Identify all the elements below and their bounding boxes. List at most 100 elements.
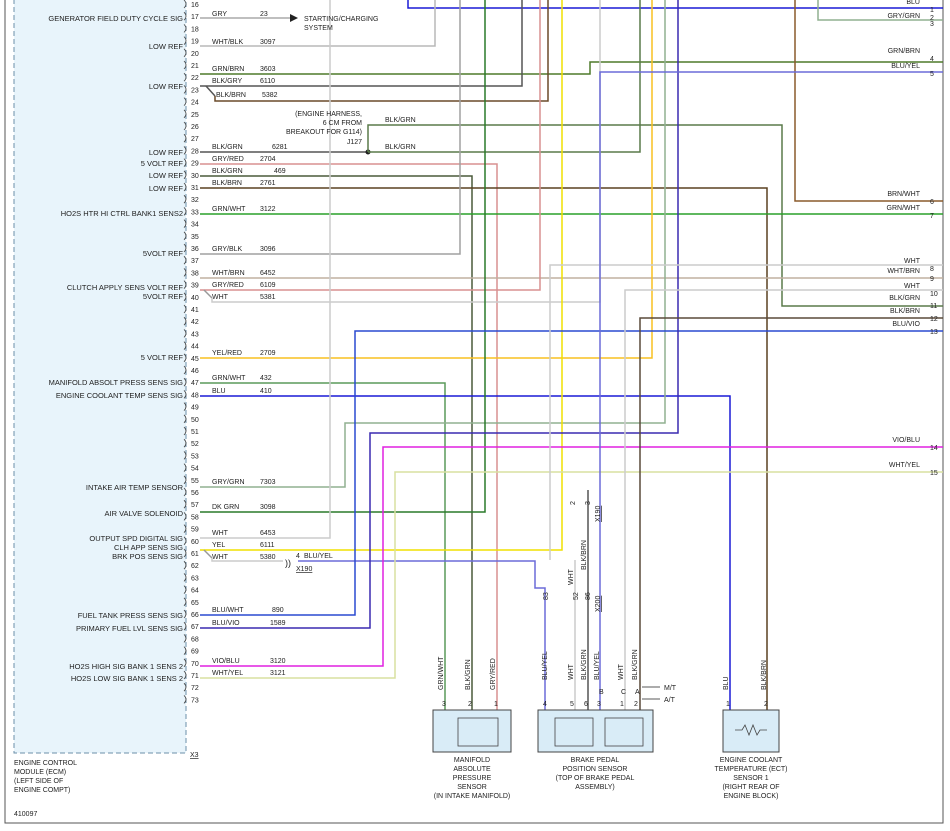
wire-color: BLU/VIO: [212, 620, 240, 627]
ecm-caption-line: MODULE (ECM): [14, 769, 66, 776]
wire-color: BLK/GRN: [212, 144, 243, 151]
wire-63: [200, 330, 943, 616]
wire-22-branch: [205, 85, 216, 97]
wire-color: BLU: [212, 388, 226, 395]
splice-wire-label: BLK/GRN: [385, 117, 416, 124]
sensor-wire-color: WHT: [568, 663, 575, 680]
ecm-caption-line: ENGINE COMPT): [14, 787, 70, 794]
ecm-pin-number: 32: [191, 197, 199, 204]
ecm-pin-number: 46: [191, 368, 199, 375]
sensor-caption: TEMPERATURE (ECT): [715, 766, 788, 773]
sensor-caption: (TOP OF BRAKE PEDAL: [556, 775, 635, 782]
sensor-pin: 6: [584, 701, 588, 708]
edge-ref-number: 1: [930, 7, 934, 14]
wire-color: DK GRN: [212, 504, 239, 511]
signal-label: 5VOLT REF: [143, 292, 184, 301]
pin-terminal-icon: [183, 24, 187, 33]
signal-label: PRIMARY FUEL LVL SENS SIG: [76, 624, 183, 633]
wire-color: WHT/YEL: [212, 670, 243, 677]
wire-circuit: 6281: [272, 144, 288, 151]
edge-ref-number: 7: [930, 213, 934, 220]
ecm-module: [13, 0, 187, 754]
edge-ref-number: 12: [930, 316, 938, 323]
ecm-pin-number: 64: [191, 588, 199, 595]
ecm-pin-number: 38: [191, 270, 199, 277]
wires: )): [200, 0, 943, 710]
ecm-pin-number: 55: [191, 478, 199, 485]
edge-wire-color: BLK/GRN: [889, 295, 920, 302]
wire-circuit: 2709: [260, 350, 276, 357]
wire-38-branch: [203, 289, 213, 299]
edge-ref-number: 6: [930, 199, 934, 206]
pin-terminal-icon: [183, 316, 187, 326]
edge-ref-number: 9: [930, 276, 934, 283]
pin-terminal-icon: [183, 426, 187, 436]
wire-splice-top: [367, 124, 943, 307]
wire-edge-8: [549, 264, 943, 560]
signal-label: 5 VOLT REF: [141, 159, 184, 168]
ecm-pin-number: 37: [191, 258, 199, 265]
pin-terminal-icon: [183, 573, 187, 582]
sensor-caption: ABSOLUTE: [453, 766, 491, 773]
sensor-pin: 2: [634, 701, 638, 708]
x200-pin: 83: [543, 592, 550, 600]
sensor-pin: 2: [468, 701, 472, 708]
signal-label: 5 VOLT REF: [141, 353, 184, 362]
ecm-connector-id: X3: [190, 752, 199, 759]
signal-label: BRK POS SENS SIG: [112, 552, 183, 561]
bpp-sensor: 4 5 6 3 1 2 B C A BLU/YEL WHT BLK/GRN BL…: [537, 649, 654, 791]
pin-terminal-icon: [183, 182, 187, 192]
edge-wire-color: GRY/GRN: [887, 13, 920, 20]
thermistor-icon: [735, 723, 767, 737]
ecm-pin-number: 45: [191, 356, 199, 363]
ecm-pin-number: 50: [191, 417, 199, 424]
ecm-pin-number: 41: [191, 307, 199, 314]
wire-circuit: 7303: [260, 479, 276, 486]
ecm-pin-number: 67: [191, 624, 199, 631]
ecm-pin-number: 65: [191, 600, 199, 607]
wire-color: YEL: [212, 542, 225, 549]
pin-terminal-icon: [183, 377, 187, 387]
pin-terminal-icon: [183, 329, 187, 338]
edge-ref-number: 3: [930, 21, 934, 28]
ecm-pin-number: 21: [191, 63, 199, 70]
x200-pin: 52: [573, 592, 580, 600]
wire-color: BLK/BRN: [212, 180, 242, 187]
wire-30: [200, 187, 768, 710]
wire-circuit: 3098: [260, 504, 276, 511]
wire-blu-top: [407, 0, 943, 9]
wire-circuit: 6452: [260, 270, 276, 277]
signal-label: LOW REF: [149, 82, 184, 91]
pin-terminal-icon: [183, 548, 187, 558]
pin-terminal-icon: [183, 463, 187, 472]
edge-wire-color: WHT/BRN: [887, 268, 920, 275]
ecm-pin-number: 31: [191, 185, 199, 192]
ecm-pin-number: 60: [191, 539, 199, 546]
edge-wire-color: GRN/WHT: [887, 205, 921, 212]
ecm-pin-number: 24: [191, 100, 199, 107]
signal-label: 5VOLT REF: [143, 249, 184, 258]
starting-system-label: STARTING/CHARGING: [304, 16, 378, 23]
ecm-pin-number: 20: [191, 51, 199, 58]
ecm-box: [13, 0, 187, 754]
edge-ref-number: 10: [930, 291, 938, 298]
ecm-pin-number: 33: [191, 209, 199, 216]
wire-circuit: 3096: [260, 246, 276, 253]
wire-color: GRY/BLK: [212, 246, 243, 253]
signal-label: MANIFOLD ABSOLT PRESS SENS SIG: [49, 378, 184, 387]
ecm-pin-number: 63: [191, 575, 199, 582]
wire-color: WHT/BRN: [212, 270, 245, 277]
signal-label: CLH APP SENS SIG: [114, 543, 183, 552]
signal-label: LOW REF: [149, 184, 184, 193]
wire-circuit: 5381: [260, 294, 276, 301]
pin-terminal-icon: [183, 353, 187, 363]
wire-45: [200, 382, 446, 710]
ecm-pin-number: 28: [191, 148, 199, 155]
ecm-caption-line: ENGINE CONTROL: [14, 760, 77, 767]
wire-edge-3: [817, 0, 943, 21]
signal-label: LOW REF: [149, 42, 184, 51]
ecm-pin-number: 62: [191, 563, 199, 570]
ecm-pin-number: 71: [191, 673, 199, 680]
ecm-pin-number: 18: [191, 26, 199, 33]
